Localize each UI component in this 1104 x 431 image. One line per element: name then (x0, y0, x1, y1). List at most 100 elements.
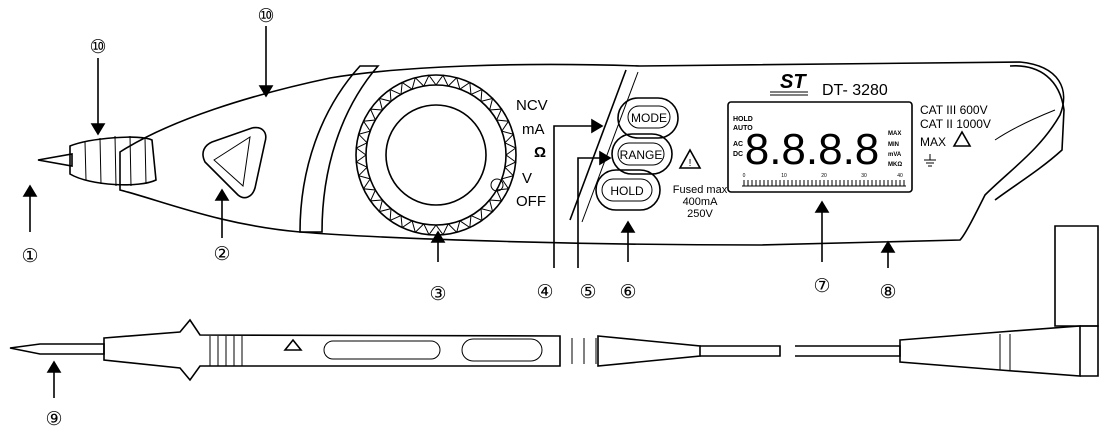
callout-4: ④ (536, 281, 553, 303)
lcd-indicator-hold: HOLD (733, 116, 753, 123)
rating-cat3: CAT III 600V (920, 103, 988, 117)
callout-10-body: ⑩ (257, 5, 274, 27)
dial-tooth (480, 199, 494, 213)
fuse-line-1: Fused max (673, 184, 728, 196)
dial-tooth (357, 130, 371, 144)
lcd-digits: 8.8.8.8 (745, 125, 880, 174)
tip-cap (69, 135, 157, 187)
dial-tooth (355, 142, 368, 156)
brand-logo: ST (780, 71, 807, 93)
dial-tooth (362, 178, 376, 191)
hold-button[interactable]: HOLD (595, 169, 661, 211)
callout-6: ⑥ (619, 281, 636, 303)
dial-tooth (423, 74, 437, 87)
dial-tooth (470, 208, 483, 222)
ratings: CAT III 600V CAT II 1000V MAX (920, 103, 991, 167)
dial-tooth (489, 189, 503, 202)
dial-tooth (411, 220, 425, 234)
lcd-indicator-min: MIN (888, 142, 899, 148)
dial-tooth (459, 81, 472, 95)
range-button[interactable]: RANGE (611, 133, 673, 175)
bar-scale-10: 10 (781, 173, 787, 179)
dial-tooth (378, 97, 392, 111)
dial-labels: NCV mA Ω V OFF (516, 97, 548, 210)
bar-scale-20: 20 (821, 173, 827, 179)
dial-tooth (423, 223, 437, 236)
lcd-indicator-ac: AC (733, 141, 743, 148)
dial-label-ma: mA (522, 121, 545, 138)
dial-tooth (378, 199, 392, 213)
lcd-indicator-mva: mVA (888, 152, 902, 158)
range-button-label: RANGE (620, 148, 663, 162)
bar-scale-0: 0 (743, 173, 746, 179)
panel-divider (569, 69, 627, 221)
test-lead (9, 225, 1099, 382)
dial-tooth (435, 74, 449, 87)
dial-tooth (369, 108, 383, 121)
callout-8: ⑧ (879, 281, 896, 303)
callout-2: ② (213, 243, 230, 265)
dial-tooth (411, 76, 425, 90)
lcd-indicator-mkohm: MKΩ (888, 162, 902, 168)
lcd-indicator-dc: DC (733, 151, 743, 158)
warning-icon (952, 130, 972, 147)
lcd-indicator-max: MAX (888, 131, 901, 137)
dial-tooth (447, 220, 461, 234)
dial-tooth (389, 88, 402, 102)
callout-arrows (22, 26, 896, 398)
dial-tooth (357, 166, 371, 180)
mode-button[interactable]: MODE (617, 97, 679, 139)
max-label: MAX (920, 135, 946, 149)
dial-tooth (435, 223, 449, 236)
dial-label-v: V (522, 170, 532, 187)
svg-text:!: ! (689, 158, 692, 169)
rating-cat2: CAT II 1000V (920, 117, 991, 131)
dial-label-ohm: Ω (534, 144, 546, 161)
ground-icon (924, 154, 936, 167)
dial-tooth (504, 154, 517, 168)
callout-7: ⑦ (813, 275, 830, 297)
dial-tooth (447, 76, 461, 90)
dial-label-ncv: NCV (516, 97, 548, 114)
model-number: DT- 3280 (822, 82, 888, 99)
bar-scale-40: 40 (897, 173, 903, 179)
callout-9: ⑨ (45, 408, 62, 430)
lcd-display: HOLD AUTO AC DC 8.8.8.8 MAX MIN mVA MKΩ … (727, 101, 913, 193)
grip-band (299, 65, 380, 233)
dial-tooth (501, 130, 515, 144)
lcd-bargraph: 0 10 20 30 40 (742, 173, 906, 187)
lcd-right-indicators: MAX MIN mVA MKΩ (888, 131, 902, 168)
mode-button-label: MODE (631, 111, 667, 125)
dial-tooth (504, 142, 517, 156)
hold-button-label: HOLD (610, 184, 644, 198)
probe-tip (37, 153, 73, 167)
dial-tooth (489, 108, 503, 121)
dial-tooth (389, 208, 402, 222)
dial-tooth (459, 215, 472, 229)
rotary-dial[interactable] (355, 74, 517, 236)
fuse-warning: ! Fused max 400mA 250V (673, 148, 728, 220)
callout-1: ① (21, 245, 38, 267)
bar-scale-30: 30 (861, 173, 867, 179)
dial-label-off: OFF (516, 193, 546, 210)
dial-tooth (501, 166, 515, 180)
dial-tooth (355, 154, 368, 168)
callout-3: ③ (429, 283, 446, 305)
callout-5: ⑤ (579, 281, 596, 303)
dial-tooth (480, 97, 494, 111)
dial-tooth (400, 81, 413, 95)
fuse-line-2: 400mA (683, 196, 719, 208)
flashlight-button[interactable] (202, 126, 267, 199)
dial-tooth (369, 189, 383, 202)
dial-tooth (496, 119, 510, 132)
dial-tooth (470, 88, 483, 102)
callout-10-tip: ⑩ (89, 36, 106, 58)
callout-labels: ① ② ③ ④ ⑤ ⑥ ⑦ ⑧ ⑨ ⑩ ⑩ (21, 5, 896, 430)
dial-tooth (362, 119, 376, 132)
meter-body (119, 61, 1065, 246)
lcd-left-indicators: HOLD AUTO AC DC (733, 116, 753, 158)
lcd-indicator-auto: AUTO (733, 125, 753, 132)
dial-tooth (400, 215, 413, 229)
fuse-line-3: 250V (687, 208, 713, 220)
